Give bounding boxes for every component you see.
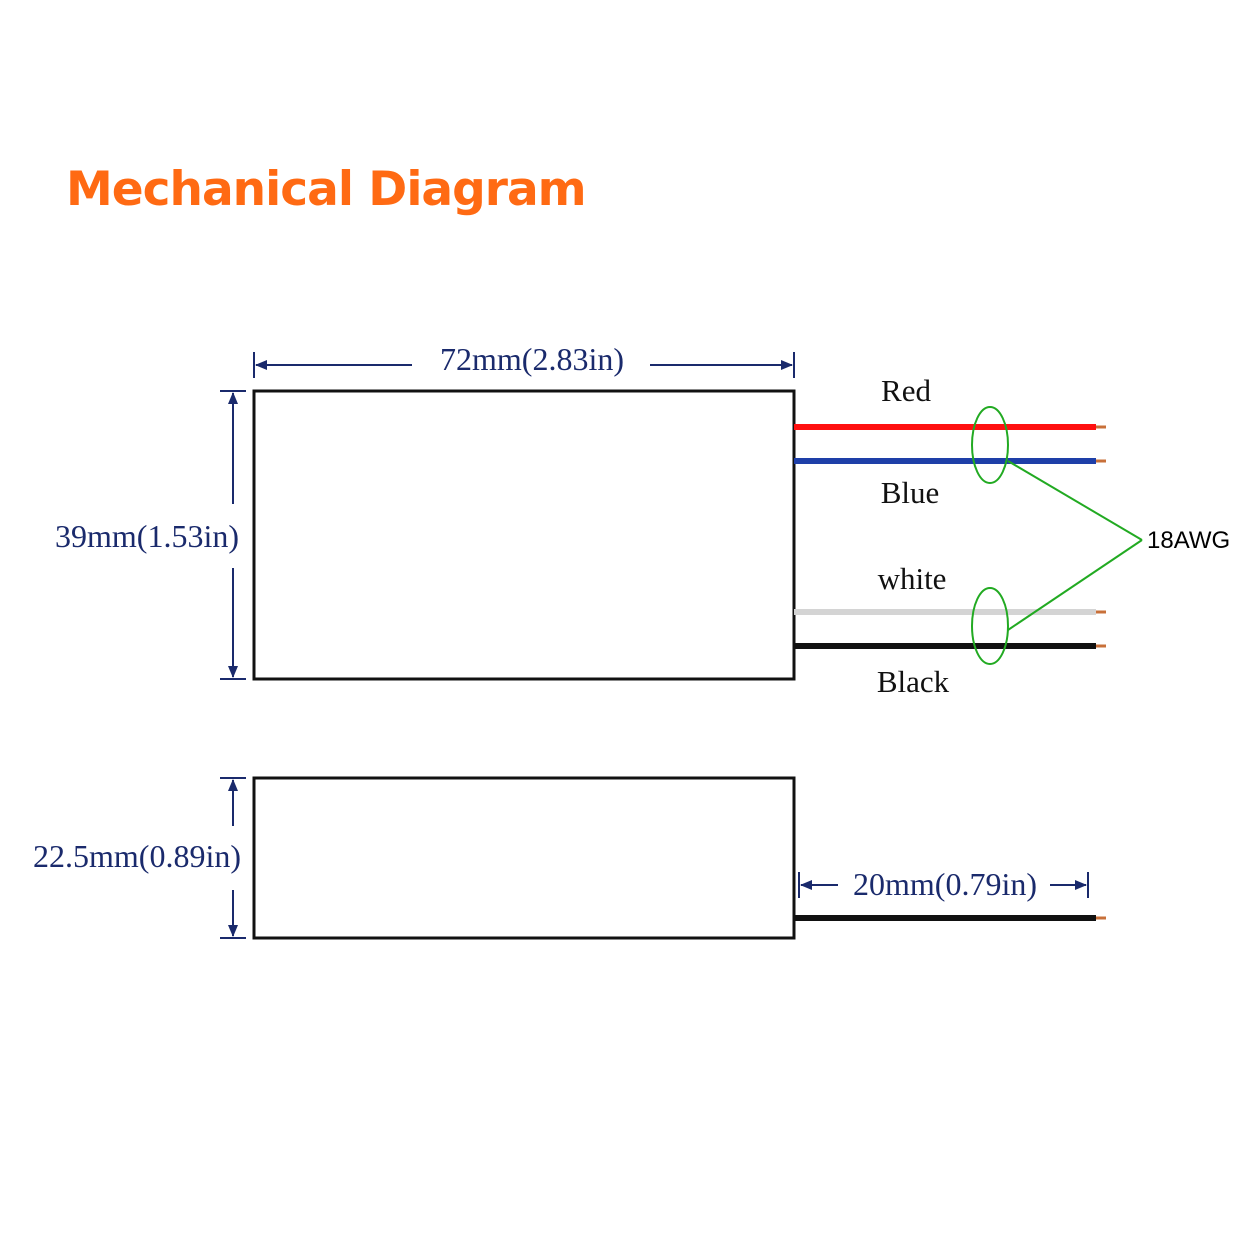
length-label: 72mm(2.83in) [440, 341, 624, 377]
gauge-label: 18AWG [1147, 527, 1230, 554]
callout-ellipse-top [971, 406, 1009, 484]
wire-length-dimension: 20mm(0.79in) [798, 866, 1089, 902]
gauge-callout: 18AWG [971, 406, 1230, 665]
side-view: 22.5mm(0.89in) 20mm(0.79in) [33, 776, 1106, 940]
side-view-body [252, 776, 796, 940]
width-label: 39mm(1.53in) [55, 518, 239, 554]
top-view-body [252, 389, 796, 681]
callout-line-top [1007, 460, 1143, 541]
black-wire-label: Black [877, 664, 950, 699]
height-label: 22.5mm(0.89in) [33, 838, 241, 874]
callout-line-bottom [1007, 539, 1143, 631]
blue-wire-label: Blue [881, 475, 940, 510]
width-dimension: 39mm(1.53in) [55, 390, 246, 680]
height-dimension: 22.5mm(0.89in) [33, 777, 246, 939]
white-wire-label: white [878, 561, 947, 596]
wire-length-label: 20mm(0.79in) [853, 866, 1037, 902]
wires [794, 424, 1106, 649]
length-dimension: 72mm(2.83in) [253, 341, 795, 378]
diagram-title: Mechanical Diagram [66, 162, 587, 217]
red-wire-label: Red [881, 373, 931, 408]
callout-ellipse-bottom [971, 587, 1009, 665]
top-view: 72mm(2.83in) 39mm(1.53in) Red Blue white… [55, 341, 1230, 699]
